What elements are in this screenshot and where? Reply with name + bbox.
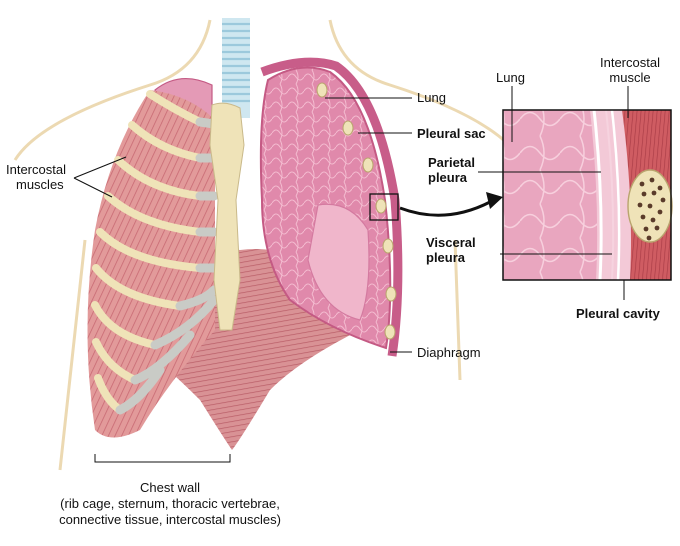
label-chest-wall-line1: (rib cage, sternum, thoracic vertebrae,	[60, 496, 280, 511]
rib-cross-section	[627, 169, 673, 243]
inset-label-intercostal-1: Intercostal	[600, 55, 660, 70]
inset-label-pleural-cavity: Pleural cavity	[576, 306, 660, 321]
pleura-inset	[502, 109, 673, 281]
label-intercostal-muscles-2: muscles	[16, 177, 64, 192]
inset-pointer-lines	[478, 86, 629, 300]
inset-label-intercostal-2: muscle	[609, 70, 651, 85]
inset-label-visceral-1: Visceral	[426, 235, 476, 250]
label-diaphragm: Diaphragm	[417, 345, 481, 360]
magnify-box	[369, 193, 399, 221]
label-pleural-sac: Pleural sac	[417, 126, 486, 141]
sternum	[209, 102, 245, 331]
inset-label-parietal-2: pleura	[428, 170, 468, 185]
label-chest-wall-title: Chest wall	[140, 480, 200, 495]
inset-label-lung: Lung	[496, 70, 525, 85]
pointer-lines	[73, 97, 412, 463]
label-lung: Lung	[417, 90, 446, 105]
arrow	[399, 200, 491, 217]
label-intercostal-muscles-1: Intercostal	[6, 162, 66, 177]
pleural-sac	[260, 57, 403, 357]
inset-label-parietal-1: Parietal	[428, 155, 475, 170]
label-chest-wall-line2: connective tissue, intercostal muscles)	[59, 512, 281, 527]
inset-label-visceral-2: pleura	[426, 250, 466, 265]
ribs	[91, 90, 219, 415]
body-outline	[13, 19, 527, 471]
trachea	[222, 18, 250, 118]
